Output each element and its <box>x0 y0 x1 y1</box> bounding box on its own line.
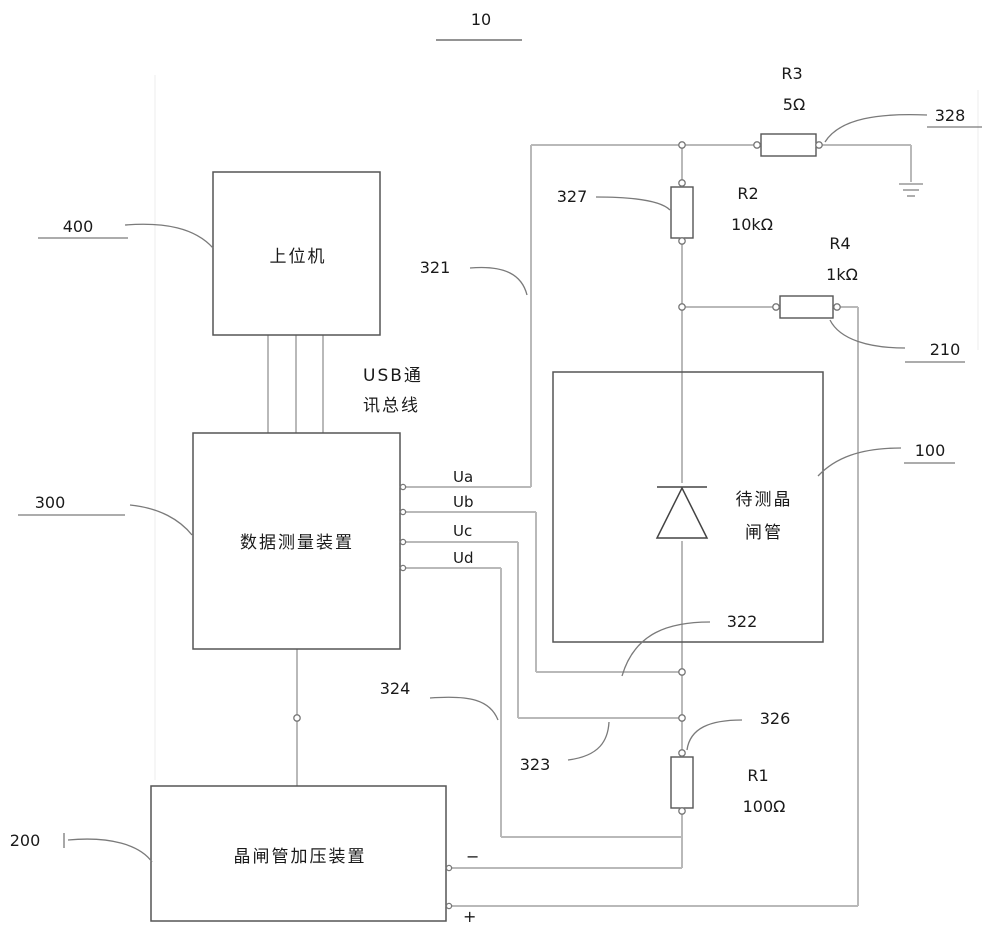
thyristor-pressure-device-label: 晶闸管加压装置 <box>234 847 367 867</box>
data-measurement-device-label: 数据测量装置 <box>240 533 354 553</box>
r2-name: R2 <box>737 184 758 203</box>
thyristor-symbol <box>655 483 709 541</box>
figure-label: 10 <box>471 10 491 29</box>
ref-328: 328 <box>935 106 966 125</box>
ref-200: 200 <box>10 831 41 850</box>
ref-100: 100 <box>915 441 946 460</box>
leader-lines <box>18 113 982 863</box>
ref-324: 324 <box>380 679 411 698</box>
ref-321: 321 <box>420 258 451 277</box>
usb-bus-label-line1: USB通 <box>363 366 423 386</box>
ref-400: 400 <box>63 217 94 236</box>
r3-value: 5Ω <box>783 95 805 114</box>
r2-value: 10kΩ <box>731 215 773 234</box>
ref-210: 210 <box>930 340 961 359</box>
ref-300: 300 <box>35 493 66 512</box>
dut-thyristor-label-line2: 闸管 <box>745 523 783 543</box>
host-computer-label: 上位机 <box>270 247 327 267</box>
data-measurement-device-box <box>192 432 401 650</box>
ref-323: 323 <box>520 755 551 774</box>
dut-thyristor-label-line1: 待测晶 <box>736 490 793 510</box>
ref-326: 326 <box>760 709 791 728</box>
r3-name: R3 <box>781 64 802 83</box>
signal-ub: Ub <box>453 493 474 511</box>
thyristor-pressure-device-box <box>150 785 447 922</box>
resistor-r4 <box>779 295 834 319</box>
usb-bus-label-line2: 讯总线 <box>363 396 420 416</box>
signal-ua: Ua <box>453 468 473 486</box>
resistor-r1 <box>670 756 694 809</box>
resistor-r2 <box>670 186 694 239</box>
r4-value: 1kΩ <box>826 265 858 284</box>
resistor-r3 <box>760 133 817 157</box>
signal-uc: Uc <box>453 522 472 540</box>
minus-terminal-label: − <box>466 847 479 866</box>
junction-nodes <box>293 141 841 910</box>
plus-terminal-label: + <box>463 907 476 926</box>
r1-value: 100Ω <box>743 797 786 816</box>
signal-ud: Ud <box>453 549 474 567</box>
ref-322: 322 <box>727 612 758 631</box>
r1-name: R1 <box>747 766 768 785</box>
host-computer-box <box>212 171 381 336</box>
r4-name: R4 <box>829 234 850 253</box>
wires <box>267 144 923 907</box>
dut-thyristor-box <box>552 371 824 643</box>
ref-327: 327 <box>557 187 588 206</box>
